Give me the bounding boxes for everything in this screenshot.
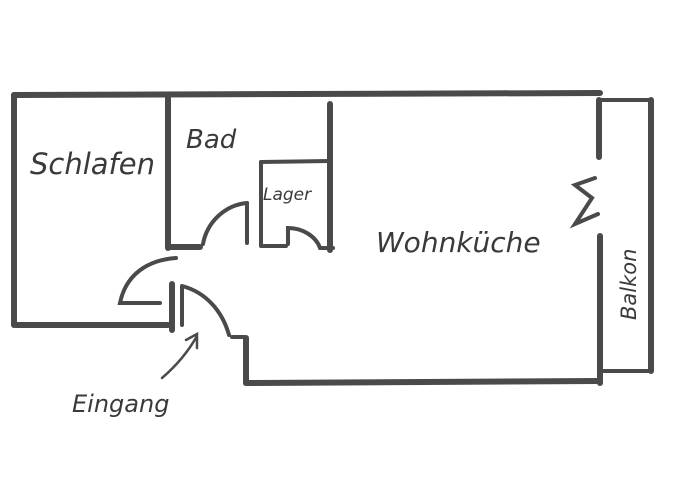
door-bad — [201, 201, 249, 246]
label-balkon: Balkon — [617, 249, 641, 320]
label-bad: Bad — [186, 125, 237, 155]
label-eingang: Eingang — [72, 390, 169, 418]
label-schlafen: Schlafen — [30, 147, 155, 181]
door-schlafen — [117, 256, 178, 305]
door-entrance — [180, 284, 231, 337]
label-wohnkueche: Wohnküche — [376, 226, 541, 259]
door-lager — [286, 225, 322, 250]
wall-bottom — [243, 378, 601, 386]
wall-top — [11, 90, 603, 98]
label-lager: Lager — [263, 185, 312, 205]
window-symbol — [569, 176, 600, 229]
lager-top — [259, 159, 332, 164]
entrance-arrow — [160, 331, 199, 380]
